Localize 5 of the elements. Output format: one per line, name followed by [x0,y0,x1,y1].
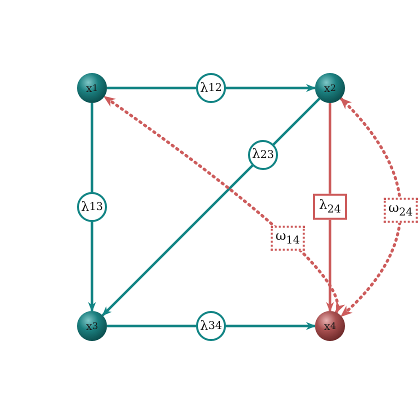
edge-label: ω$_{24}$ [383,198,418,222]
dotted-arrow [339,96,402,318]
edge-label: λ$_{24}$ [312,194,348,220]
arrow [326,103,334,312]
edge-label: ω$_{14}$ [270,226,305,250]
